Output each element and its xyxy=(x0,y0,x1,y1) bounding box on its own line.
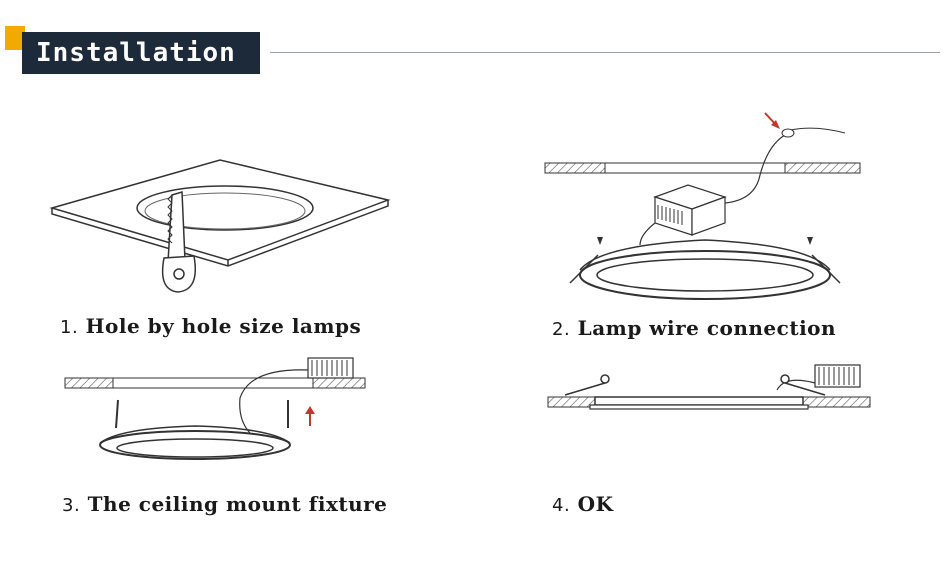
section-header: Installation xyxy=(0,0,945,80)
section-title: Installation xyxy=(22,32,260,74)
step-3-number: 3. xyxy=(62,495,81,516)
step-1-label: Hole by hole size lamps xyxy=(85,314,362,338)
step-2-label: Lamp wire connection xyxy=(577,316,837,340)
step-3-caption: 3. The ceiling mount fixture xyxy=(62,492,387,516)
step-2-caption: 2. Lamp wire connection xyxy=(552,316,836,340)
header-accent xyxy=(5,26,25,50)
step-3-label: The ceiling mount fixture xyxy=(87,492,388,516)
step-4-number: 4. xyxy=(552,495,571,516)
step-4-label: OK xyxy=(577,492,614,516)
step-1-number: 1. xyxy=(60,317,79,338)
step-2-number: 2. xyxy=(552,319,571,340)
step-1-illustration xyxy=(40,150,400,300)
saw-icon xyxy=(161,191,196,293)
step-2-illustration xyxy=(540,105,870,305)
step-4-illustration xyxy=(545,355,875,415)
driver-box-icon xyxy=(653,184,727,236)
arrow-up-icon xyxy=(305,406,315,426)
arrow-down-icon xyxy=(764,112,780,129)
header-divider xyxy=(270,52,940,53)
step-4-caption: 4. OK xyxy=(552,492,613,516)
step-1-caption: 1. Hole by hole size lamps xyxy=(60,314,361,338)
step-3-illustration xyxy=(60,348,380,473)
